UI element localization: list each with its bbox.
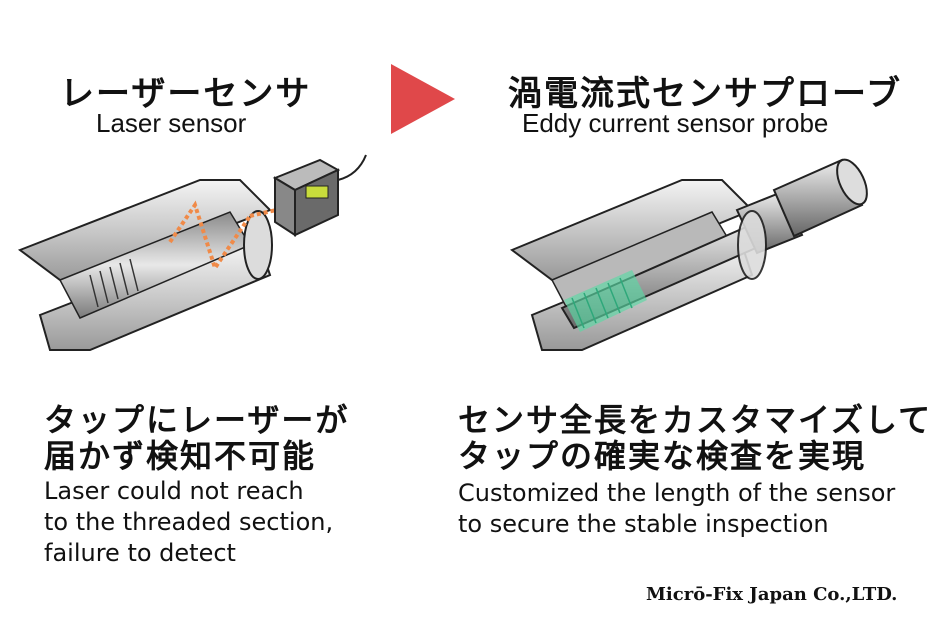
- laser-caption-jp-line2: 届かず検知不可能: [44, 437, 317, 475]
- laser-sensor-icon: [272, 154, 367, 237]
- company-name: Micrō-Fix Japan Co.,LTD.: [646, 584, 898, 605]
- laser-caption-en-line1: Laser could not reach: [44, 477, 304, 505]
- eddy-title-en: Eddy current sensor probe: [522, 108, 829, 138]
- laser-title-en: Laser sensor: [96, 108, 247, 138]
- eddy-caption-jp-line2: タップの確実な検査を実現: [458, 437, 867, 475]
- laser-caption-en-line3: failure to detect: [44, 539, 236, 567]
- laser-caption-en-line2: to the threaded section,: [44, 508, 334, 536]
- eddy-title-jp: 渦電流式センサプローブ: [508, 74, 902, 114]
- play-arrow-icon: [391, 64, 455, 134]
- eddy-caption-en-line2: to secure the stable inspection: [458, 510, 829, 538]
- eddy-illustration: [509, 158, 868, 351]
- eddy-glow: [564, 270, 647, 332]
- laser-caption-jp-line1: タップにレーザーが: [44, 401, 350, 439]
- threaded-bore-icon: [17, 179, 273, 351]
- eddy-caption-jp-line1: センサ全長をカスタマイズして: [458, 401, 933, 439]
- eddy-caption-en-line1: Customized the length of the sensor: [458, 479, 896, 507]
- laser-title-jp: レーザーセンサ: [60, 74, 312, 114]
- laser-illustration: [17, 154, 367, 351]
